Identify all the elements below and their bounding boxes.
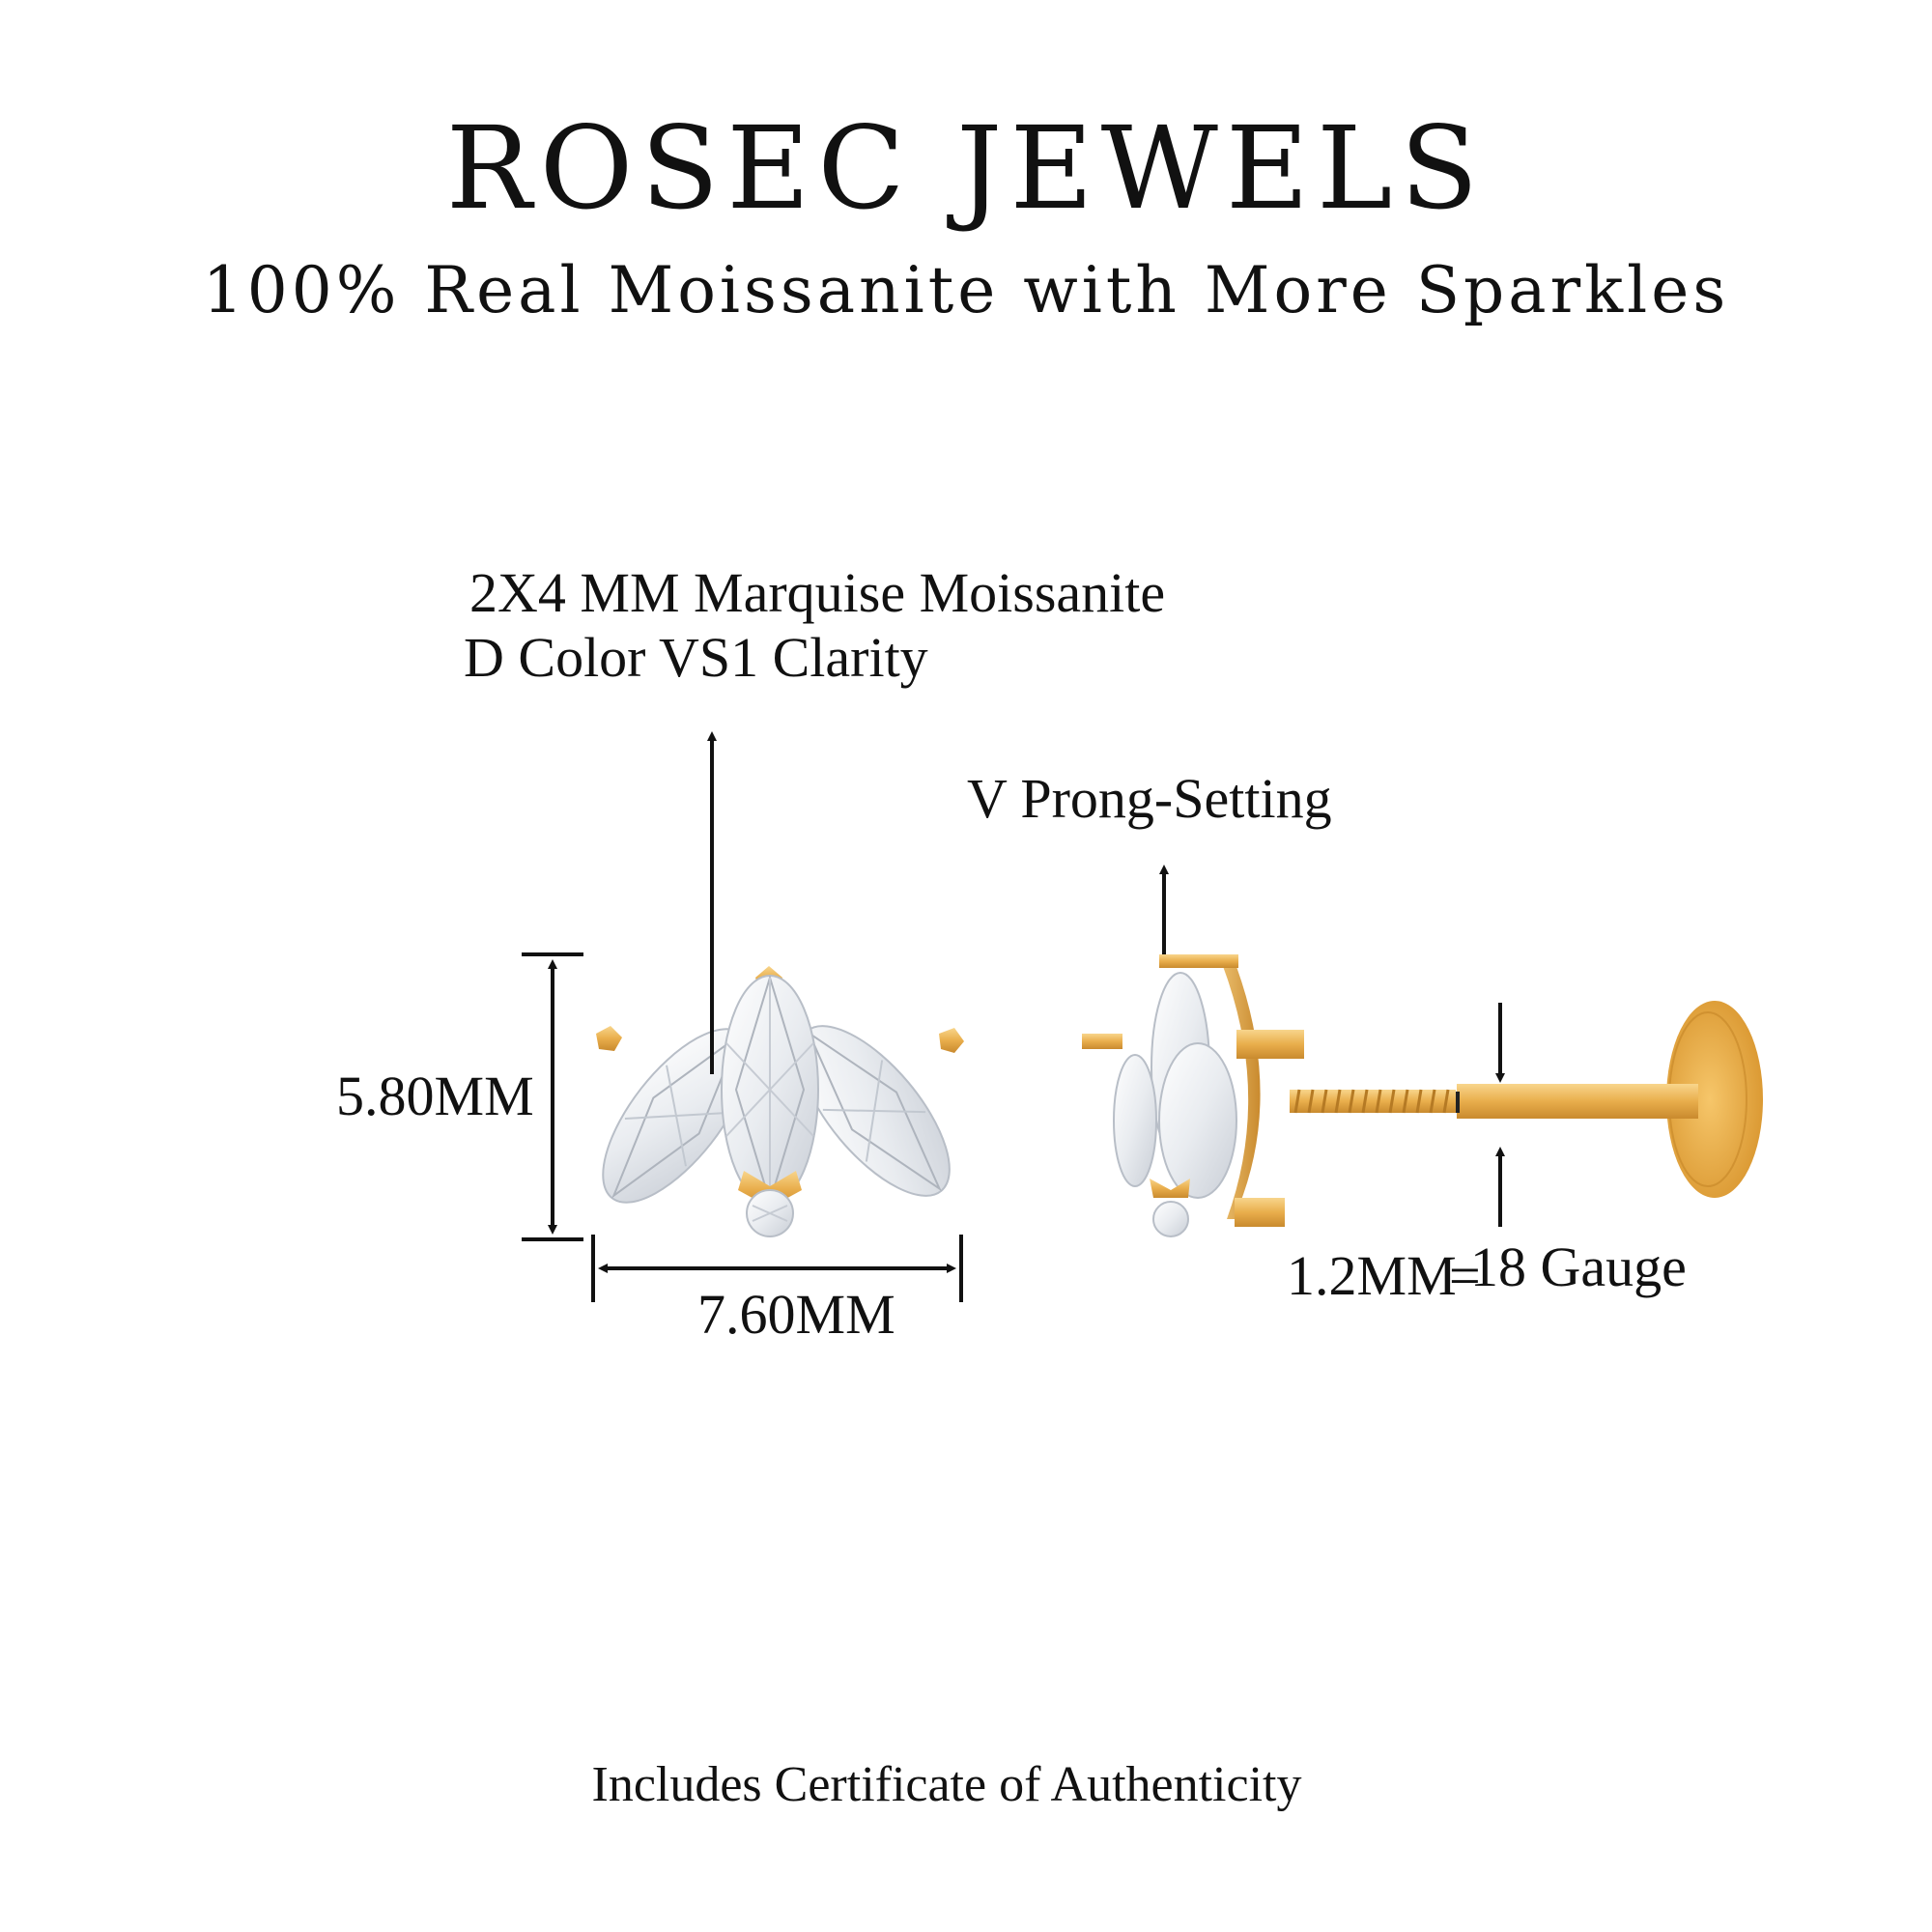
- setting-label: V Prong-Setting: [967, 767, 1332, 830]
- height-label: 5.80MM: [336, 1065, 534, 1127]
- tagline: 100% Real Moissanite with More Sparkles: [202, 253, 1730, 327]
- certificate-note: Includes Certificate of Authenticity: [591, 1757, 1302, 1812]
- threaded-post: [1290, 1090, 1456, 1113]
- stone-spec-line2: D Color VS1 Clarity: [464, 626, 928, 689]
- prong-tip-right: [939, 1028, 964, 1053]
- side-stone-lower: [1158, 1042, 1237, 1199]
- gauge-label: 18 Gauge: [1470, 1236, 1687, 1298]
- earring-side-view: [1082, 954, 1763, 1237]
- gauge-separator: =: [1449, 1244, 1481, 1307]
- width-label: 7.60MM: [697, 1283, 895, 1346]
- marquise-stone-center: [721, 974, 819, 1206]
- stone-spec-line1: 2X4 MM Marquise Moissanite: [469, 561, 1166, 624]
- dimension-lines: [522, 731, 1505, 1302]
- earring-front-view: [596, 966, 964, 1237]
- prong-tip-left: [596, 1026, 622, 1051]
- brand-title: ROSEC JEWELS: [445, 101, 1487, 235]
- gauge-mm-label: 1.2MM: [1287, 1244, 1457, 1307]
- post-shaft: [1457, 1084, 1698, 1119]
